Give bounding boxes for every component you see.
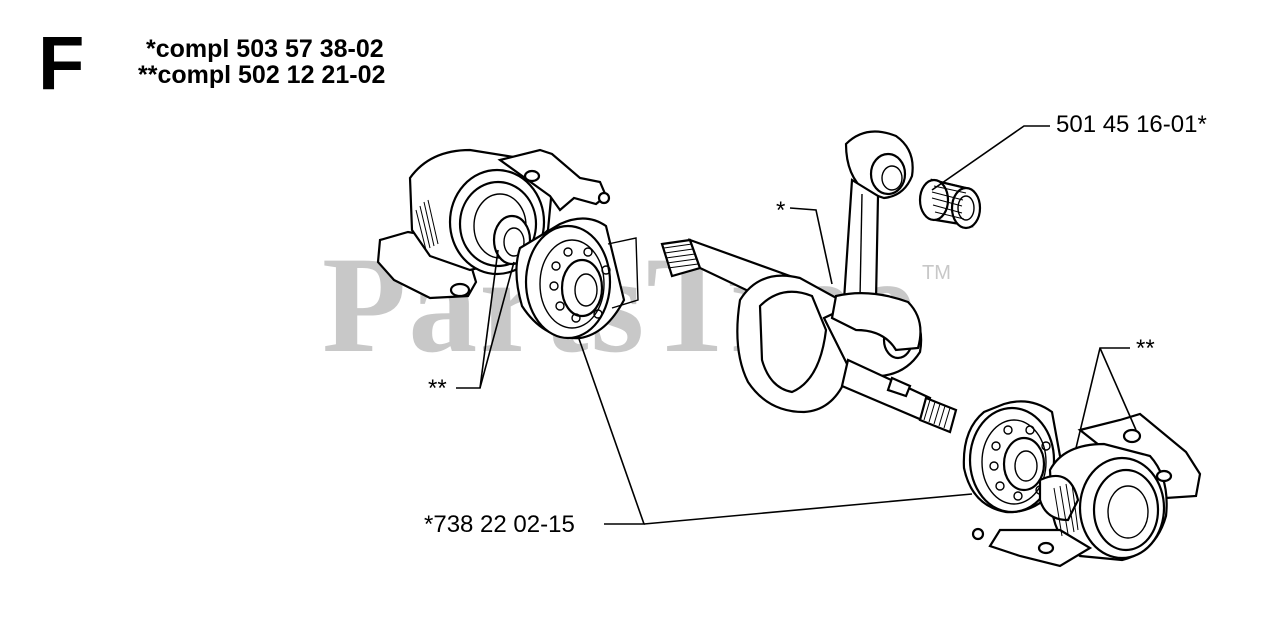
callout-right-halves[interactable]: **	[1136, 335, 1155, 362]
callout-ball-bearing[interactable]: *738 22 02-15	[424, 511, 575, 538]
connecting-rod	[830, 130, 922, 352]
compl-kit-double: **compl 502 12 21-02	[138, 61, 386, 89]
section-letter: F	[38, 21, 85, 106]
callout-left-halves[interactable]: **	[428, 375, 447, 402]
left-ball-bearing	[515, 217, 626, 340]
callout-needle-bearing[interactable]: 501 45 16-01*	[1056, 111, 1207, 138]
callout-crankshaft[interactable]: *	[776, 197, 786, 224]
watermark-trademark: TM	[922, 262, 951, 284]
compl-kit-single: *compl 503 57 38-02	[146, 35, 384, 63]
needle-bearing	[918, 178, 982, 230]
leader-lines	[456, 125, 1137, 525]
left-bearing-bracket	[607, 237, 639, 309]
right-crankcase-half	[971, 412, 1202, 568]
